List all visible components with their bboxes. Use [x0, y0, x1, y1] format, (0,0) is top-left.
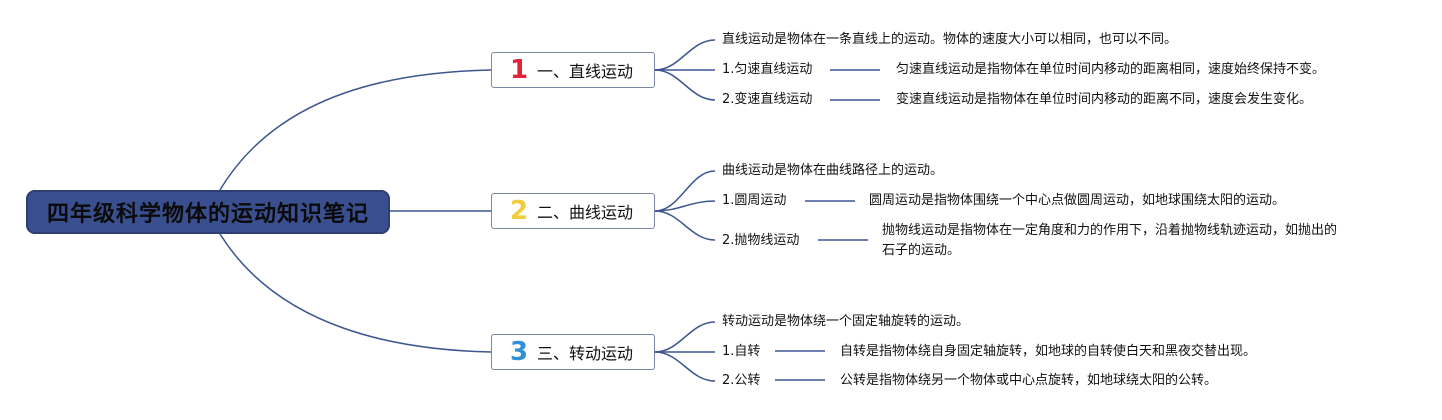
root-node[interactable]: 四年级科学物体的运动知识笔记	[26, 190, 390, 234]
branch-2-item-2-label: 2.抛物线运动	[722, 233, 800, 248]
branch-2-summary: 曲线运动是物体在曲线路径上的运动。	[722, 163, 944, 178]
connector-b3-summary	[654, 321, 716, 353]
branch-1-summary: 直线运动是物体在一条直线上的运动。物体的速度大小可以相同，也可以不同。	[722, 32, 1178, 47]
connector-b3-item2	[654, 351, 716, 382]
branch-label: 三、转动运动	[537, 344, 634, 363]
branch-1-item-1-label: 1.匀速直线运动	[722, 62, 813, 77]
branch-3-item-2-label: 2.公转	[722, 373, 761, 388]
branch-3-summary: 转动运动是物体绕一个固定轴旋转的运动。	[722, 314, 970, 329]
connector-b2-item2	[654, 210, 716, 241]
branch-label: 二、曲线运动	[537, 203, 634, 222]
connector-root-branch-3	[219, 233, 492, 353]
branch-3-item-1-label: 1.自转	[722, 344, 761, 359]
branch-3-item-2-desc: 公转是指物体绕另一个物体或中心点旋转，如地球绕太阳的公转。	[840, 373, 1218, 388]
branch-2-item-2-desc: 抛物线运动是指物体在一定角度和力的作用下，沿着抛物线轨迹运动，如抛出的	[882, 223, 1338, 238]
branch-2-item-1-label: 1.圆周运动	[722, 193, 787, 208]
branch-1-item-1-desc: 匀速直线运动是指物体在单位时间内移动的距离相同，速度始终保持不变。	[896, 62, 1326, 77]
connector-b1-item2	[654, 69, 716, 101]
branch-2-item-1-desc: 圆周运动是指物体围绕一个中心点做圆周运动，如地球围绕太阳的运动。	[869, 193, 1286, 208]
connector-b2-summary	[654, 170, 716, 212]
connector-root-branch-1	[219, 69, 492, 191]
branch-rotational-motion[interactable]: 3 三、转动运动	[491, 334, 655, 370]
branch-curvilinear-motion[interactable]: 2 二、曲线运动	[491, 193, 655, 229]
branch-number-3: 3	[509, 337, 529, 367]
branch-1-item-2-label: 2.变速直线运动	[722, 92, 813, 107]
connector-b1-summary	[654, 39, 716, 71]
branch-3-item-1-desc: 自转是指物体绕自身固定轴旋转，如地球的自转使白天和黑夜交替出现。	[840, 344, 1257, 359]
branch-number-1: 1	[509, 55, 529, 85]
connector-b2-item1	[654, 200, 716, 212]
branch-2-item-2-desc-line-2: 石子的运动。	[882, 243, 961, 258]
branch-linear-motion[interactable]: 1 一、直线运动	[491, 52, 655, 88]
branch-1-item-2-desc: 变速直线运动是指物体在单位时间内移动的距离不同，速度会发生变化。	[896, 92, 1313, 107]
branch-number-2: 2	[509, 196, 529, 226]
branch-label: 一、直线运动	[537, 62, 634, 81]
root-title: 四年级科学物体的运动知识笔记	[46, 202, 369, 227]
